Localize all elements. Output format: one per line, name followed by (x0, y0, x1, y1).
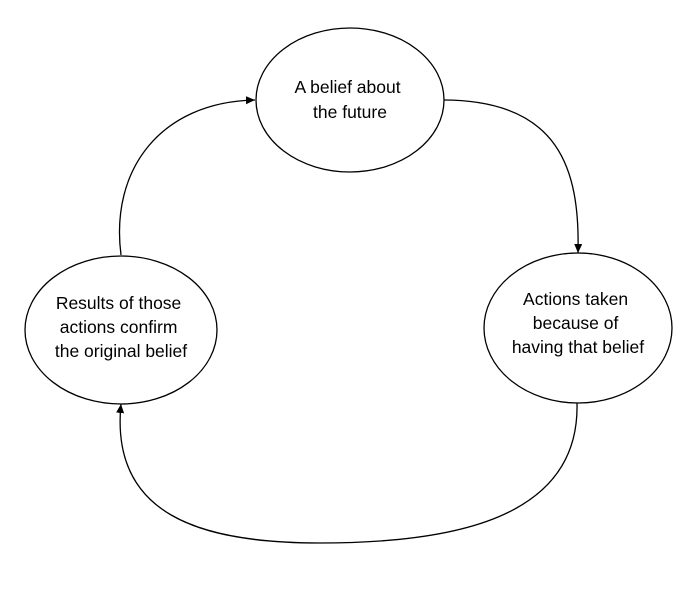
node-results-line-3: the original belief (55, 341, 187, 361)
node-results-line-2: actions confirm (60, 317, 178, 337)
node-results-label: Results of those actions confirm the ori… (55, 293, 187, 361)
node-actions-label: Actions taken because of having that bel… (512, 289, 644, 357)
arrow-actions-to-results (116, 402, 578, 544)
node-belief-label: A belief about the future (295, 77, 406, 122)
node-results-ellipse (24, 255, 218, 405)
node-actions-line-2: because of (533, 313, 619, 333)
node-belief-line-2: the future (313, 102, 387, 122)
node-results: Results of those actions confirm the ori… (24, 255, 218, 405)
node-results-line-1: Results of those (56, 293, 181, 313)
node-belief-ellipse (255, 27, 445, 173)
node-belief-line-1: A belief about (295, 77, 401, 97)
node-actions: Actions taken because of having that bel… (483, 252, 673, 404)
node-actions-line-3: having that belief (512, 337, 644, 357)
arrow-results-to-belief (118, 96, 256, 256)
node-actions-ellipse (483, 252, 673, 404)
node-belief: A belief about the future (255, 27, 445, 173)
arrow-belief-to-actions (442, 99, 583, 254)
node-actions-line-1: Actions taken (523, 289, 628, 309)
